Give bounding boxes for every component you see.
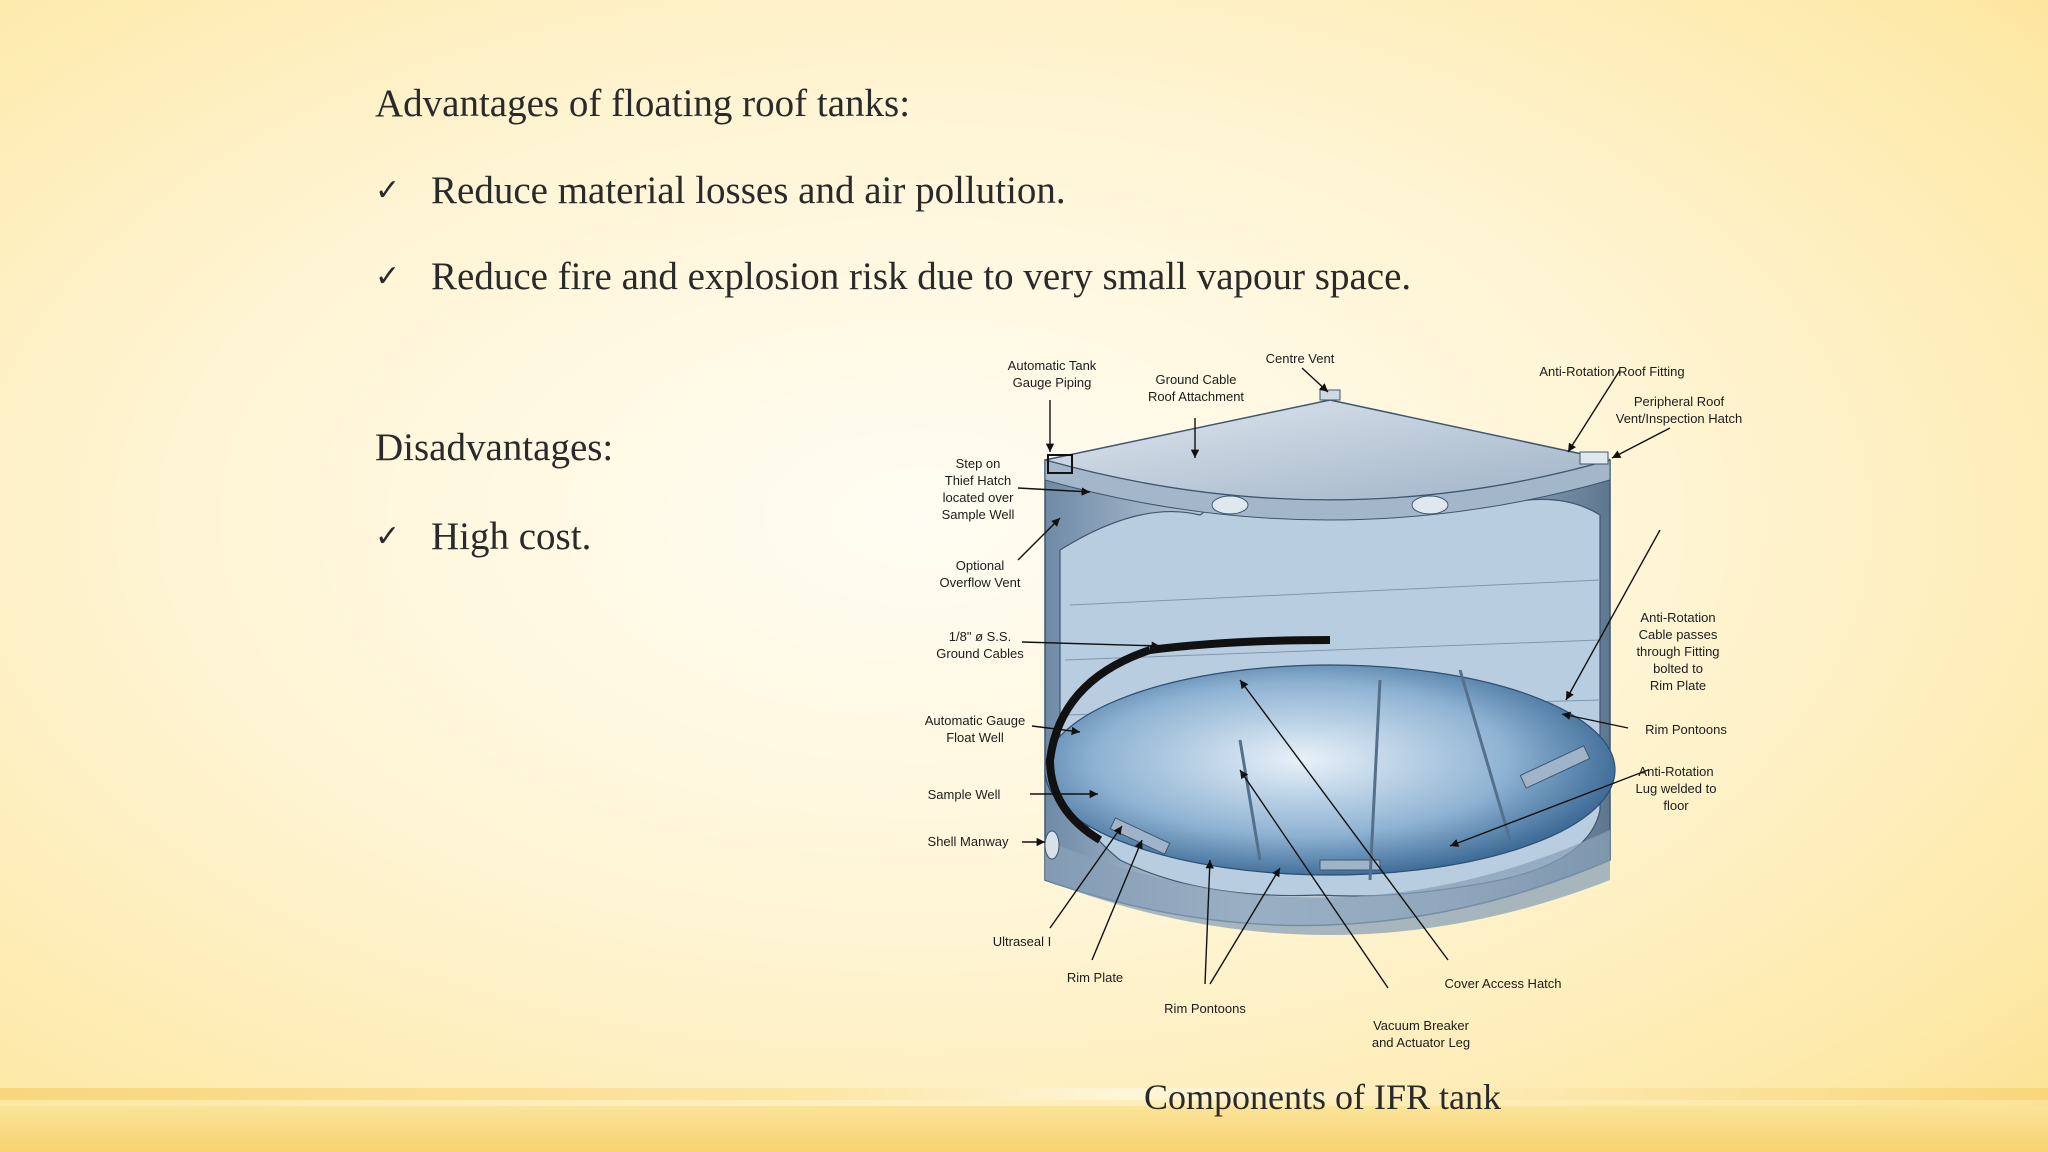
diagram-label: Overflow Vent: [940, 575, 1021, 590]
support-legs: [1238, 669, 1512, 881]
svg-text:Anti-Rotation Roof Fitting: Anti-Rotation Roof Fitting: [1539, 364, 1684, 379]
diagram-label: Ultraseal I: [993, 934, 1052, 949]
diagram-label: Cover Access Hatch: [1444, 976, 1561, 991]
diagram-label: Anti-Rotation: [1638, 764, 1713, 779]
svg-text:located over: located over: [943, 490, 1014, 505]
floating-roof-deck: [1044, 664, 1616, 876]
diagram-label: Rim Plate: [1067, 970, 1123, 985]
svg-text:Rim Pontoons: Rim Pontoons: [1164, 1001, 1246, 1016]
svg-text:Roof Attachment: Roof Attachment: [1148, 389, 1244, 404]
rim-seal: [1045, 646, 1152, 844]
diagram-label: Centre Vent: [1266, 351, 1335, 366]
diagram-label: Automatic Tank: [1008, 358, 1097, 373]
shell-manway: [1044, 830, 1060, 860]
checkmark-icon: ✓: [375, 173, 401, 208]
advantage-text: Reduce material losses and air pollution…: [431, 169, 1066, 212]
checkmark-icon: ✓: [375, 259, 401, 294]
roof-vent-fitting: [1411, 495, 1449, 515]
svg-text:Automatic Gauge: Automatic Gauge: [925, 713, 1025, 728]
svg-text:Optional: Optional: [956, 558, 1005, 573]
diagram-label: Anti-Rotation: [1640, 610, 1715, 625]
advantage-item: ✓ Reduce material losses and air polluti…: [375, 168, 1066, 213]
svg-text:Lug welded to: Lug welded to: [1636, 781, 1717, 796]
svg-text:Float Well: Float Well: [946, 730, 1004, 745]
diagram-label: Roof Attachment: [1148, 389, 1244, 404]
svg-text:bolted to: bolted to: [1653, 661, 1703, 676]
diagram-label: and Actuator Leg: [1372, 1035, 1470, 1050]
svg-text:1/8" ø S.S.: 1/8" ø S.S.: [949, 629, 1011, 644]
diagram-label: Sample Well: [942, 507, 1015, 522]
svg-text:Cable passes: Cable passes: [1639, 627, 1718, 642]
rim-seal-back: [1149, 636, 1331, 654]
svg-text:Ground Cables: Ground Cables: [936, 646, 1024, 661]
ifr-tank-diagram: Automatic Tank Gauge Piping Ground Cable…: [925, 351, 1742, 1050]
diagram-label: Rim Plate: [1650, 678, 1706, 693]
advantage-item: ✓ Reduce fire and explosion risk due to …: [375, 254, 1411, 299]
advantage-text: Reduce fire and explosion risk due to ve…: [431, 255, 1412, 298]
disadvantages-heading: Disadvantages:: [375, 426, 614, 469]
advantages-heading: Advantages of floating roof tanks:: [375, 82, 911, 125]
diagram-label: Shell Manway: [928, 834, 1009, 849]
svg-text:Rim Pontoons: Rim Pontoons: [1645, 722, 1727, 737]
svg-text:Thief Hatch: Thief Hatch: [945, 473, 1011, 488]
svg-text:Vent/Inspection Hatch: Vent/Inspection Hatch: [1616, 411, 1742, 426]
disadvantage-item: ✓ High cost.: [375, 514, 591, 559]
rim-pontoons: [1109, 745, 1591, 871]
svg-text:Rim Plate: Rim Plate: [1650, 678, 1706, 693]
svg-text:Ground Cable: Ground Cable: [1156, 372, 1237, 387]
diagram-label: Automatic Gauge: [925, 713, 1025, 728]
svg-text:Peripheral Roof: Peripheral Roof: [1634, 394, 1725, 409]
peripheral-vent-fitting: [1579, 451, 1609, 465]
svg-text:Shell Manway: Shell Manway: [928, 834, 1009, 849]
svg-text:Centre Vent: Centre Vent: [1266, 351, 1335, 366]
roof-vent-fitting: [1211, 495, 1249, 515]
diagram-label: Rim Pontoons: [1645, 722, 1727, 737]
diagram-label: Lug welded to: [1636, 781, 1717, 796]
footer-band: [0, 1106, 2048, 1152]
svg-text:Ultraseal I: Ultraseal I: [993, 934, 1052, 949]
diagram-label: Anti-Rotation Roof Fitting: [1539, 364, 1684, 379]
diagram-label: located over: [943, 490, 1014, 505]
footer-band-thin: [0, 1088, 2048, 1100]
diagram-label: Vacuum Breaker: [1373, 1018, 1470, 1033]
diagram-label: Sample Well: [928, 787, 1001, 802]
svg-text:Anti-Rotation: Anti-Rotation: [1638, 764, 1713, 779]
svg-text:through Fitting: through Fitting: [1636, 644, 1719, 659]
diagram-label: through Fitting: [1636, 644, 1719, 659]
diagram-label: Float Well: [946, 730, 1004, 745]
svg-text:Sample Well: Sample Well: [942, 507, 1015, 522]
svg-text:Rim Plate: Rim Plate: [1067, 970, 1123, 985]
svg-text:floor: floor: [1663, 798, 1689, 813]
diagram-label: Rim Pontoons: [1164, 1001, 1246, 1016]
svg-text:Automatic Tank: Automatic Tank: [1008, 358, 1097, 373]
svg-text:Anti-Rotation: Anti-Rotation: [1640, 610, 1715, 625]
checkmark-icon: ✓: [375, 519, 401, 554]
gauge-piping-fitting: [1047, 454, 1073, 474]
diagram-label: Thief Hatch: [945, 473, 1011, 488]
svg-text:Step on: Step on: [956, 456, 1001, 471]
svg-text:and Actuator Leg: and Actuator Leg: [1372, 1035, 1470, 1050]
svg-text:Vacuum Breaker: Vacuum Breaker: [1373, 1018, 1470, 1033]
diagram-label: Peripheral Roof: [1634, 394, 1725, 409]
svg-text:Gauge Piping: Gauge Piping: [1013, 375, 1092, 390]
leader-lines: [1017, 367, 1671, 989]
svg-text:Cover Access Hatch: Cover Access Hatch: [1444, 976, 1561, 991]
diagram-label: floor: [1663, 798, 1689, 813]
diagram-label: Optional: [956, 558, 1005, 573]
diagram-label: bolted to: [1653, 661, 1703, 676]
svg-text:Sample Well: Sample Well: [928, 787, 1001, 802]
svg-text:Overflow Vent: Overflow Vent: [940, 575, 1021, 590]
disadvantage-text: High cost.: [431, 515, 592, 558]
diagram-label: Vent/Inspection Hatch: [1616, 411, 1742, 426]
diagram-label: Ground Cable: [1156, 372, 1237, 387]
diagram-label: Ground Cables: [936, 646, 1024, 661]
figure-caption: Components of IFR tank: [1144, 1077, 1501, 1117]
diagram-label: Gauge Piping: [1013, 375, 1092, 390]
diagram-label: Cable passes: [1639, 627, 1718, 642]
diagram-label: 1/8" ø S.S.: [949, 629, 1011, 644]
centre-vent-fitting: [1319, 389, 1341, 401]
roof-rim: [1044, 459, 1611, 521]
tank-bottom-band: [1045, 830, 1610, 935]
diagram-label: Step on: [956, 456, 1001, 471]
